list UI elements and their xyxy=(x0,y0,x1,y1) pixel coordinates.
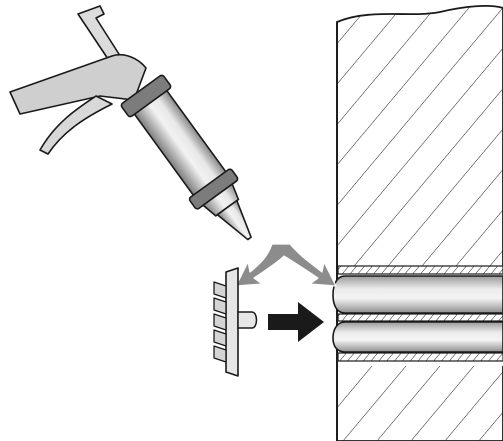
gun-barrel xyxy=(120,74,252,241)
double-curved-arrow-icon xyxy=(235,243,337,287)
gun-band-back xyxy=(120,74,172,118)
plug-flange xyxy=(225,267,239,377)
caulking-gun-icon xyxy=(9,5,252,241)
sleeve-middle xyxy=(337,313,503,322)
wall xyxy=(336,5,503,441)
wall-hatching xyxy=(337,5,503,441)
anchor-plug-icon xyxy=(213,267,258,377)
push-arrow xyxy=(268,302,324,342)
plug-barbs xyxy=(213,281,227,363)
sleeve-top xyxy=(337,265,503,275)
plug-stem xyxy=(237,311,258,329)
arrow-right-icon xyxy=(268,302,324,342)
curved-arrow-body xyxy=(235,243,337,287)
gun-nozzle xyxy=(216,199,252,241)
gun-trigger xyxy=(39,95,113,155)
gun-handle xyxy=(9,53,147,115)
pipe-lower xyxy=(332,321,503,353)
sleeve-bottom xyxy=(337,352,503,362)
wall-penetration xyxy=(332,265,503,366)
gun-cartridge-cap xyxy=(201,182,240,217)
pipe-upper xyxy=(332,275,503,314)
